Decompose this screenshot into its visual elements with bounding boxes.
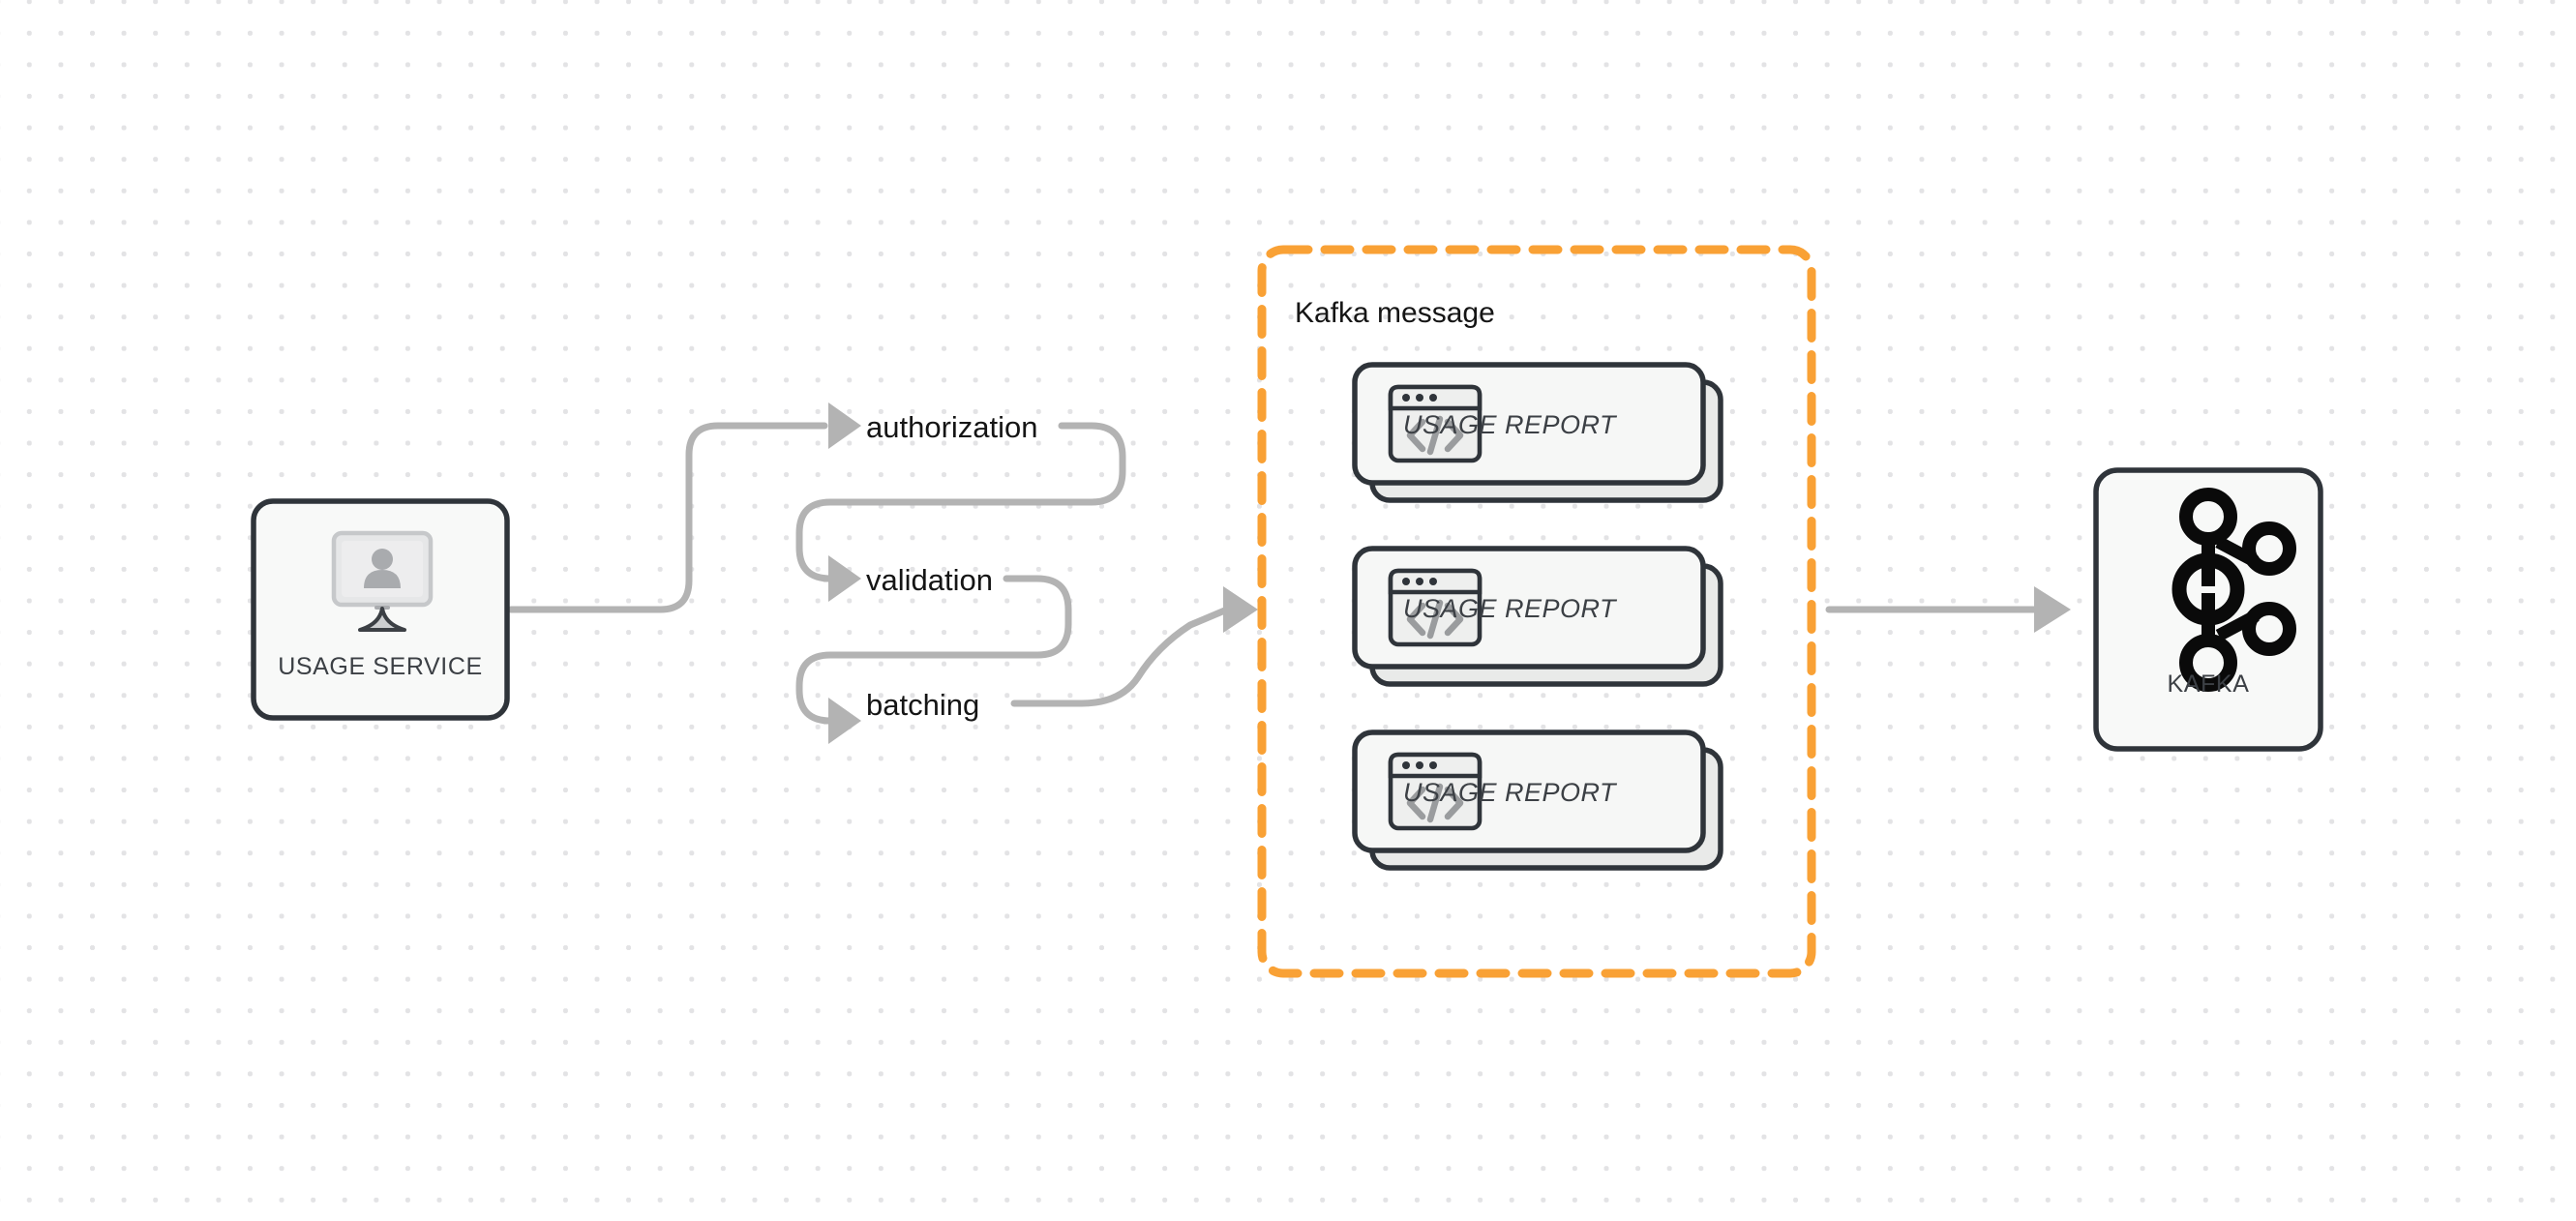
arrowhead-batching [828, 698, 861, 744]
node-usage-service[interactable]: USAGE SERVICE [251, 498, 510, 721]
kafka-label: KAFKA [2168, 670, 2250, 698]
code-window-icon [1388, 568, 1483, 647]
usage-report-card[interactable]: USAGE REPORT [1352, 730, 1723, 871]
usage-report-card-label: USAGE REPORT [1403, 778, 1618, 807]
monitor-user-icon [331, 530, 434, 632]
usage-report-card[interactable]: USAGE REPORT [1352, 362, 1723, 503]
edge-authorization-to-validation [795, 422, 1126, 582]
connector-layer [507, 402, 2071, 744]
group-kafka-message[interactable]: Kafka message USAGE REPORT [1257, 245, 1816, 978]
arrowhead-kafka-message [1223, 586, 1258, 633]
usage-report-card[interactable]: USAGE REPORT [1352, 546, 1723, 687]
edge-usage-service-to-authorization [507, 422, 828, 613]
code-window-icon [1388, 752, 1483, 831]
kafka-message-dashed-border [1257, 245, 1816, 978]
step-labels: authorization validation batching [866, 410, 1038, 722]
step-label-authorization: authorization [866, 410, 1038, 444]
usage-report-card-label: USAGE REPORT [1403, 410, 1618, 439]
arrowhead-kafka [2034, 586, 2071, 633]
step-label-validation: validation [866, 563, 993, 597]
edge-validation-to-batching [795, 575, 1072, 725]
kafka-logo-icon [2172, 488, 2296, 692]
step-label-batching: batching [866, 688, 979, 722]
kafka-message-group-label: Kafka message [1295, 297, 1495, 329]
arrowhead-authorization [828, 402, 861, 449]
node-kafka[interactable]: KAFKA [2093, 467, 2323, 752]
code-window-icon [1388, 384, 1483, 463]
usage-service-label: USAGE SERVICE [278, 653, 483, 680]
usage-report-card-label: USAGE REPORT [1403, 594, 1618, 623]
edge-batching-to-kafka-message [1010, 606, 1231, 707]
arrowhead-validation [828, 555, 861, 602]
